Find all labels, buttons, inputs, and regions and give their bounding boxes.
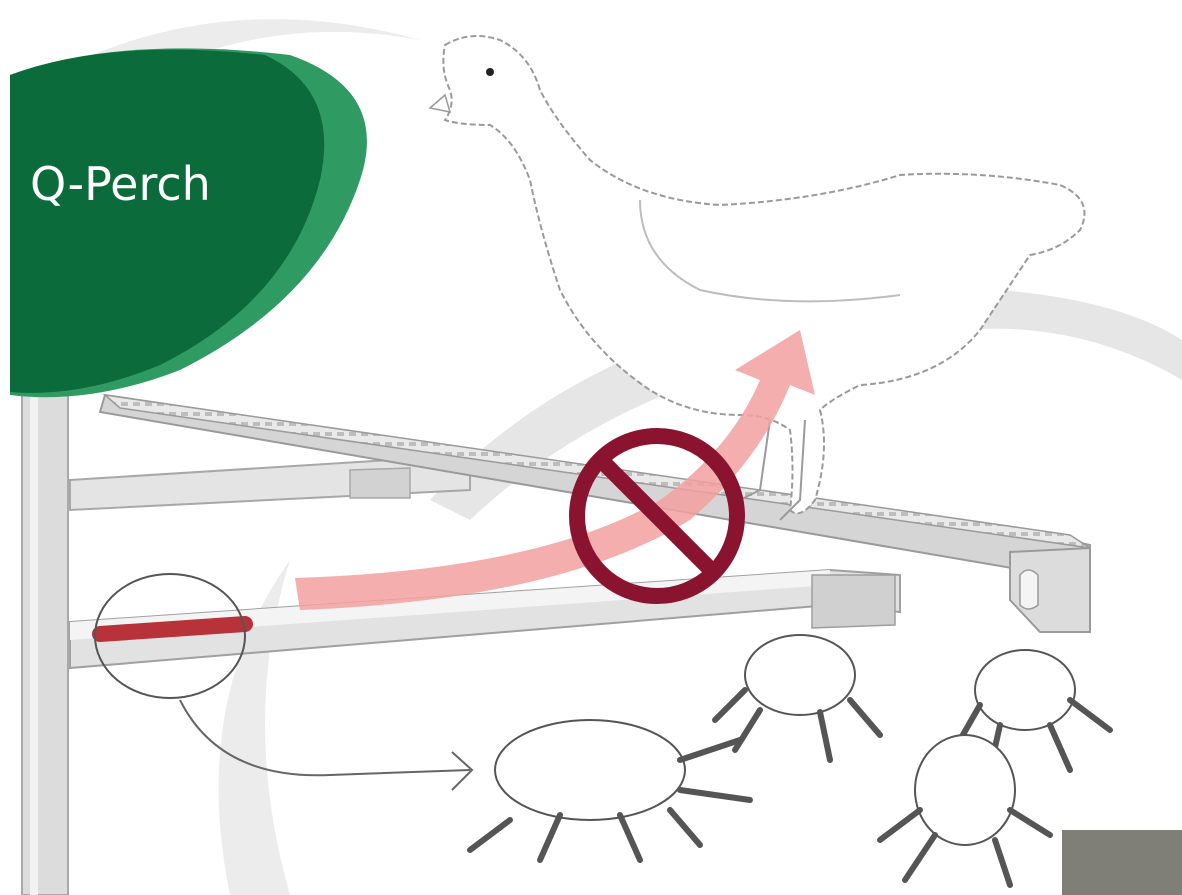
perch-post — [22, 360, 68, 895]
brand-label: Q-Perch — [30, 157, 211, 211]
mite-icon — [470, 720, 750, 860]
mite-icon — [880, 735, 1050, 885]
brand-logo: Q-Perch — [10, 48, 367, 397]
mite-icon — [715, 635, 880, 760]
corner-overlay — [1062, 830, 1182, 895]
mites-group — [470, 635, 1110, 885]
hen-eye — [486, 68, 494, 76]
